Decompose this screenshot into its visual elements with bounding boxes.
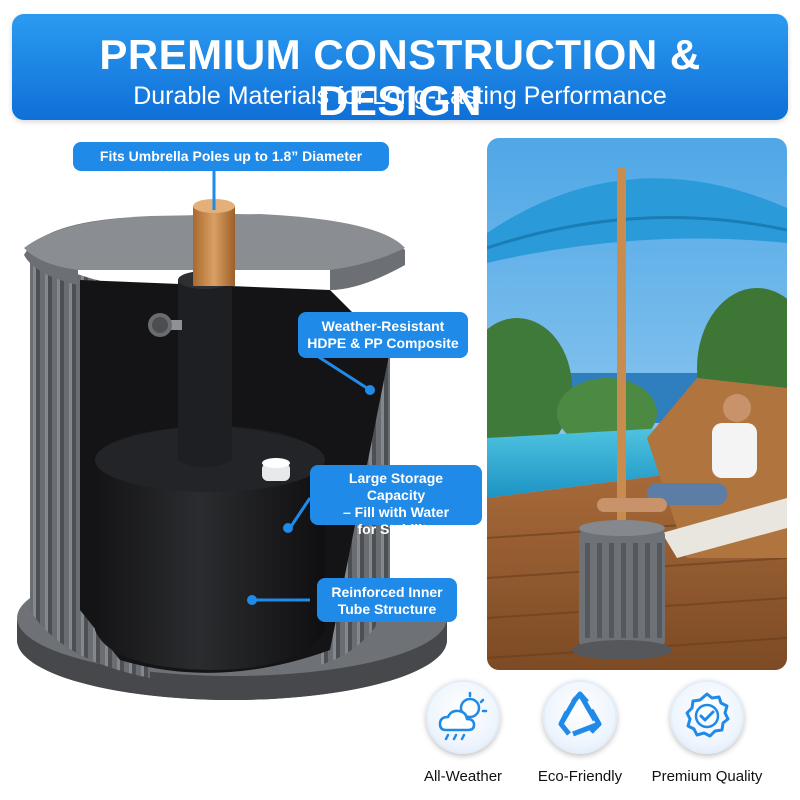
material-callout: Weather-Resistant HDPE & PP Composite: [298, 312, 468, 358]
feature-eco-friendly: Eco-Friendly: [510, 680, 650, 786]
feature-all-weather: All-Weather: [393, 680, 533, 786]
header-banner: PREMIUM CONSTRUCTION & DESIGN Durable Ma…: [12, 14, 788, 124]
page-title: PREMIUM CONSTRUCTION & DESIGN: [99, 31, 701, 124]
tube-callout-line-2: Tube Structure: [337, 601, 437, 617]
feature-all-weather-label: All-Weather: [423, 768, 503, 785]
storage-callout: Large Storage Capacity – Fill with Water…: [310, 465, 482, 537]
storage-callout-line-2: – Fill with Water: [342, 504, 450, 520]
umbrella-base-cutaway-illustration: [17, 158, 447, 700]
recycle-icon: [543, 680, 617, 754]
lifestyle-photo: [487, 138, 787, 670]
pole-diameter-callout: Fits Umbrella Poles up to 1.8” Diameter: [73, 142, 389, 171]
pole-callout-text: Fits Umbrella Poles up to 1.8” Diameter: [99, 148, 363, 164]
storage-callout-line-3: for Stability: [357, 521, 435, 537]
feature-eco-friendly-label: Eco-Friendly: [537, 768, 623, 785]
page-subtitle: Durable Materials for Long-Lasting Perfo…: [133, 82, 667, 110]
tube-callout-line-1: Reinforced Inner: [331, 584, 443, 600]
storage-callout-line-1: Large Storage Capacity: [348, 470, 444, 503]
quality-badge-icon: [670, 680, 744, 754]
weather-icon: [426, 680, 500, 754]
tube-callout: Reinforced Inner Tube Structure: [317, 578, 457, 622]
feature-premium-quality: Premium Quality: [637, 680, 777, 786]
feature-premium-quality-label: Premium Quality: [651, 768, 763, 785]
material-callout-line-2: HDPE & PP Composite: [307, 335, 459, 351]
material-callout-line-1: Weather-Resistant: [321, 318, 445, 334]
